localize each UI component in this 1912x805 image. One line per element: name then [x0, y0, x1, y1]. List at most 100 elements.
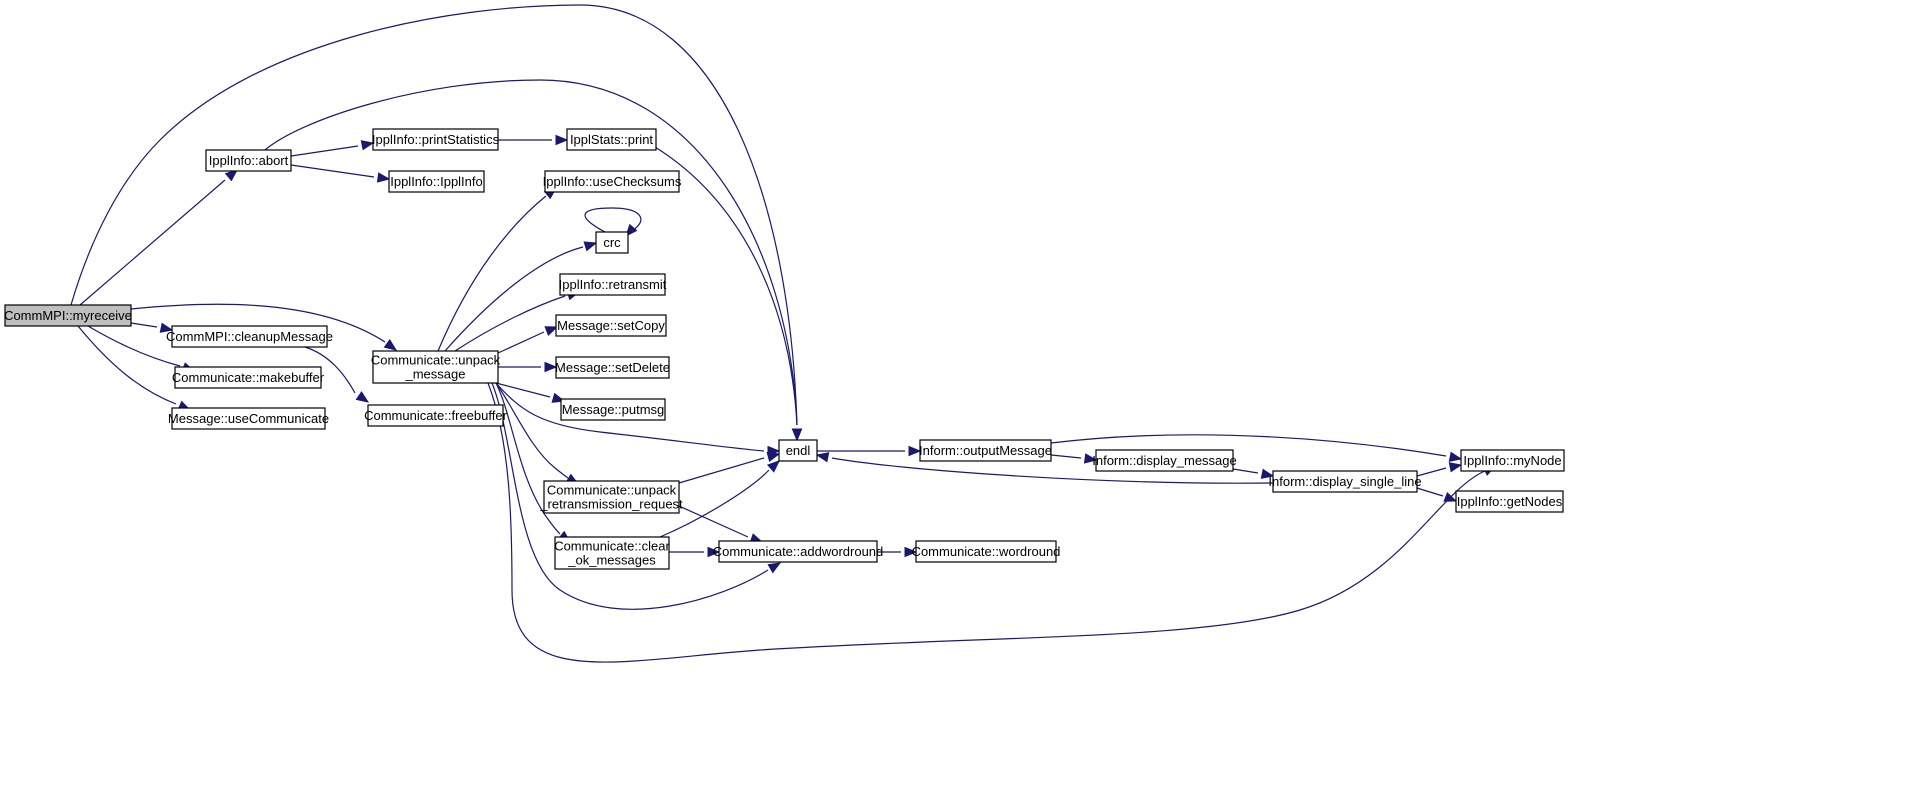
edge-unpack_retransmission_request-to-endl — [678, 451, 781, 484]
edge-line — [290, 164, 375, 178]
edge-line — [495, 382, 561, 535]
edge-line — [659, 469, 770, 538]
arrowhead — [583, 241, 598, 252]
node-box — [718, 540, 878, 563]
node-box — [205, 149, 292, 172]
edge-line — [495, 382, 551, 398]
node-clear-ok-messages[interactable]: Communicate::clear_ok_messages — [554, 536, 670, 570]
node-addwordround[interactable]: Communicate::addwordround — [713, 540, 884, 563]
node-setDelete[interactable]: Message::setDelete — [555, 356, 670, 379]
arrowhead — [376, 172, 391, 183]
node-label: Message::setDelete — [555, 360, 670, 375]
edge-addwordround-to-wordround — [877, 546, 918, 558]
arrowhead — [383, 338, 398, 351]
node-cleanupMessage[interactable]: CommMPI::cleanupMessage — [166, 325, 333, 348]
arrowhead — [908, 445, 922, 457]
node-box — [543, 480, 680, 514]
arrowhead — [1448, 462, 1463, 473]
node-box — [555, 356, 670, 379]
node-myNode[interactable]: IpplInfo::myNode — [1460, 449, 1565, 472]
edge-line — [487, 382, 1486, 663]
node-box — [544, 170, 680, 193]
node-display-message[interactable]: Inform::display_message — [1092, 449, 1237, 472]
edge-clear_ok_messages-to-endl — [659, 460, 780, 538]
nodes-layer: CommMPI::myreceiveIpplInfo::abortIpplInf… — [4, 128, 1565, 570]
edge-line — [495, 382, 765, 452]
node-freebuffer[interactable]: Communicate::freebuffer — [364, 404, 508, 427]
node-putmsg[interactable]: Message::putmsg — [560, 398, 666, 421]
node-wordround[interactable]: Communicate::wordround — [912, 540, 1061, 563]
node-stats-print[interactable]: IpplStats::print — [566, 128, 657, 151]
edge-unpack_message-to-clear_ok_messages — [495, 382, 572, 543]
node-display-single-line[interactable]: Inform::display_single_line — [1268, 470, 1422, 493]
node-label: Message::setCopy — [557, 318, 665, 333]
node-label: IpplInfo::useChecksums — [543, 174, 682, 189]
node-box — [554, 536, 670, 570]
node-getNodes[interactable]: IpplInfo::getNodes — [1455, 490, 1564, 513]
node-box — [559, 273, 666, 296]
node-retransmit[interactable]: IpplInfo::retransmit — [559, 273, 667, 296]
node-box — [171, 407, 326, 430]
node-useCommunicate[interactable]: Message::useCommunicate — [168, 407, 329, 430]
node-label: crc — [603, 235, 621, 250]
arrowhead — [159, 322, 174, 333]
edge-line — [87, 325, 181, 367]
arrowhead — [815, 452, 830, 463]
node-label: IpplInfo::printStatistics — [372, 132, 500, 147]
edge-line — [290, 145, 359, 157]
edge-line — [584, 207, 642, 233]
edge-line — [654, 146, 798, 426]
node-label: Communicate::unpack — [547, 483, 677, 498]
node-abort[interactable]: IpplInfo::abort — [205, 149, 292, 172]
node-myreceive[interactable]: CommMPI::myreceive — [4, 304, 132, 327]
node-box — [372, 128, 499, 151]
node-box — [367, 404, 504, 427]
edge-line — [444, 246, 584, 352]
node-box — [1455, 490, 1564, 513]
edge-abort-to-ipplinfo_ctor — [290, 164, 391, 183]
edge-cleanupMessage-to-freebuffer — [304, 346, 370, 403]
edge-line — [678, 505, 749, 538]
edge-outputMessage-to-display_message — [1050, 453, 1098, 464]
arrowhead — [544, 326, 559, 337]
edge-crc-to-crc — [584, 207, 642, 238]
node-printStatistics[interactable]: IpplInfo::printStatistics — [372, 128, 500, 151]
node-setCopy[interactable]: Message::setCopy — [555, 314, 667, 337]
arrowhead — [625, 223, 638, 238]
node-label: IpplInfo::abort — [209, 153, 289, 168]
node-ipplinfo-ctor[interactable]: IpplInfo::IpplInfo — [388, 170, 485, 193]
node-outputMessage[interactable]: Inform::outputMessage — [919, 439, 1052, 462]
edge-unpack_message-to-unpack_retransmission_request — [495, 382, 580, 485]
node-makebuffer[interactable]: Communicate::makebuffer — [172, 366, 325, 389]
edge-line — [454, 295, 566, 352]
node-box — [174, 366, 322, 389]
arrowhead — [904, 546, 918, 558]
node-unpack-message[interactable]: Communicate::unpack_message — [371, 350, 501, 384]
node-label: _retransmission_request — [539, 497, 683, 512]
node-useChecksums[interactable]: IpplInfo::useChecksums — [543, 170, 682, 193]
node-label: CommMPI::cleanupMessage — [166, 329, 333, 344]
node-label: IpplStats::print — [570, 132, 653, 147]
edge-line — [491, 382, 769, 610]
node-endl[interactable]: endl — [778, 439, 818, 462]
node-box — [555, 314, 667, 337]
arrowhead — [544, 361, 558, 373]
edge-line — [304, 346, 356, 394]
node-box — [1095, 449, 1234, 472]
arrowhead — [1260, 468, 1275, 479]
node-label: Message::useCommunicate — [168, 411, 329, 426]
edge-line — [264, 79, 798, 426]
edge-line — [1416, 467, 1447, 477]
arrowhead — [766, 460, 780, 473]
node-unpack-retransmission-request[interactable]: Communicate::unpack_retransmission_reque… — [539, 480, 683, 514]
node-label: Inform::display_single_line — [1268, 474, 1421, 489]
node-crc[interactable]: crc — [595, 231, 629, 254]
node-box — [4, 304, 132, 327]
arrowhead — [707, 546, 721, 558]
node-label: Communicate::wordround — [912, 544, 1061, 559]
node-label: CommMPI::myreceive — [4, 308, 132, 323]
node-label: Communicate::unpack — [371, 353, 501, 368]
edge-myreceive-to-abort — [79, 169, 239, 306]
node-box — [560, 398, 666, 421]
